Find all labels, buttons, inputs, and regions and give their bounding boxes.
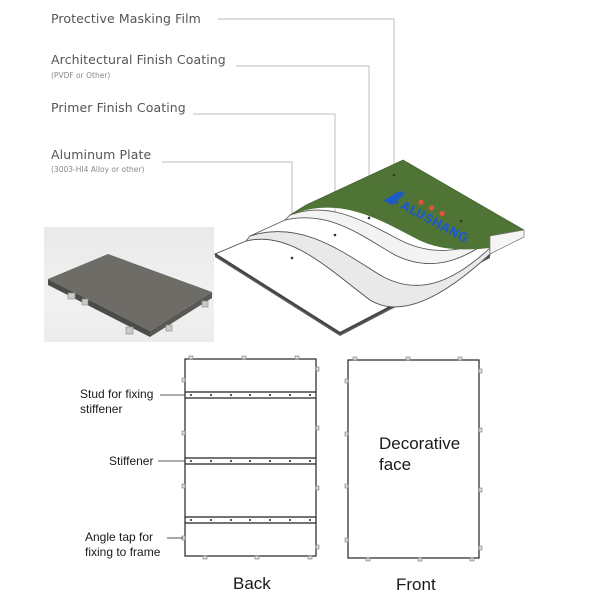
protective-film-layer	[289, 159, 525, 255]
back-view-diagram	[158, 355, 320, 560]
caption-front: Front	[396, 575, 436, 594]
aluminum-panel-photo	[44, 227, 214, 342]
label-aluminum-plate: Aluminum Plate	[51, 147, 152, 162]
label-decorative-face: Decorative face	[379, 434, 461, 474]
label-architectural-finish-coating: Architectural Finish Coating	[51, 52, 226, 67]
caption-back: Back	[233, 574, 271, 593]
leader-dots	[290, 173, 463, 260]
leader-finish-coating	[236, 65, 370, 218]
label-primer-finish-coating: Primer Finish Coating	[51, 100, 186, 115]
label-stiffener: Stiffener	[109, 454, 154, 468]
label-aluminum-plate-sub: (3003-HI4 Alloy or other)	[51, 165, 145, 174]
label-angle-tap: Angle tap for fixing to frame	[85, 530, 161, 559]
label-architectural-finish-coating-sub: (PVDF or Other)	[51, 71, 111, 80]
leader-masking-film	[218, 18, 395, 175]
front-view-diagram	[344, 356, 483, 562]
label-protective-masking-film: Protective Masking Film	[51, 11, 201, 26]
label-stud-for-fixing-stiffener: Stud for fixing stiffener	[80, 387, 154, 416]
panel-photo-graphic	[48, 254, 212, 337]
